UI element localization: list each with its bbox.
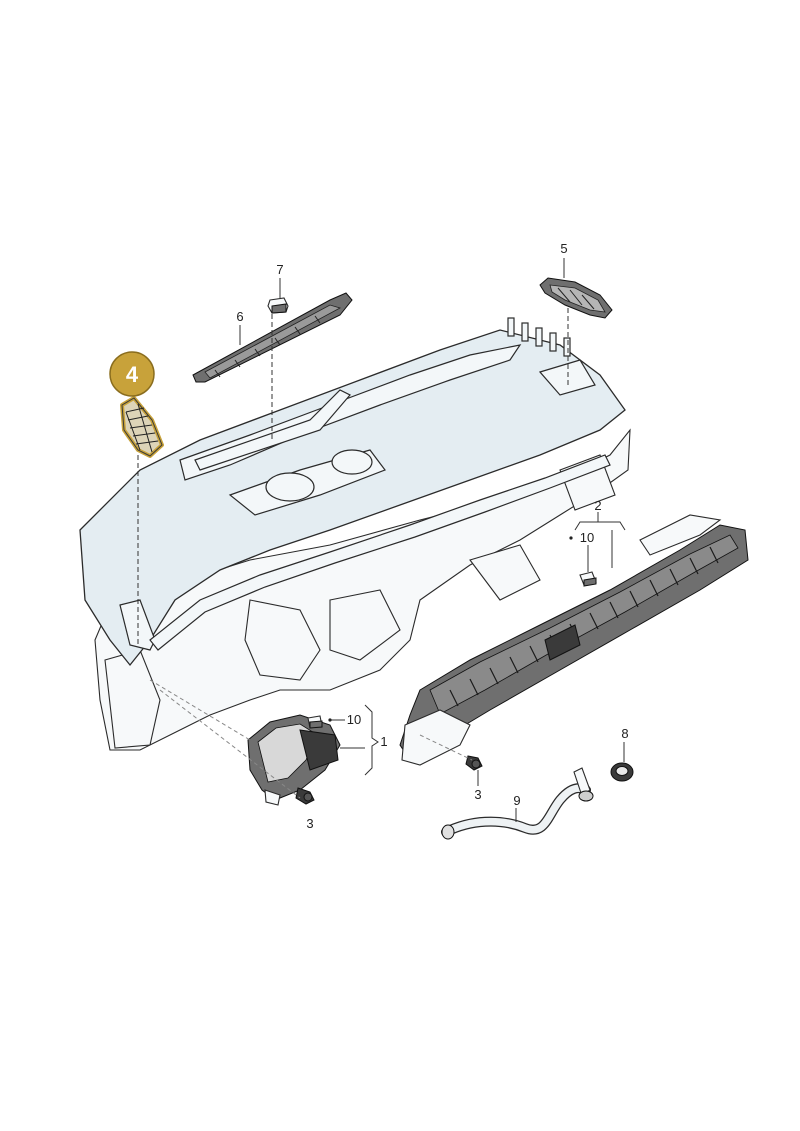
callout-10-right: 10 bbox=[580, 530, 594, 545]
callout-3-right: 3 bbox=[474, 787, 481, 802]
clip-part-10-right bbox=[579, 571, 597, 587]
clip-part-10-left bbox=[307, 715, 323, 729]
leader-lines bbox=[149, 258, 626, 822]
center-vent-assembly-part-2 bbox=[399, 514, 749, 766]
right-top-vent-part-5 bbox=[539, 277, 613, 319]
callout-3-left: 3 bbox=[306, 816, 313, 831]
callout-5: 5 bbox=[560, 241, 567, 256]
highlight-callout-4: 4 bbox=[109, 351, 155, 397]
callout-8: 8 bbox=[621, 726, 628, 741]
callout-9: 9 bbox=[513, 793, 520, 808]
callout-6: 6 bbox=[236, 309, 243, 324]
callout-labels: 7 6 5 2 10 10 1 3 3 8 9 bbox=[236, 241, 628, 831]
hose-part-9 bbox=[441, 767, 594, 840]
side-air-vent-part-4 bbox=[120, 396, 164, 458]
screw-part-3-left bbox=[295, 787, 315, 805]
sensor-clip-part-7 bbox=[267, 297, 289, 314]
left-vent-unit-part-1 bbox=[247, 714, 341, 806]
highlight-number: 4 bbox=[126, 362, 139, 387]
screw-part-3-right bbox=[465, 755, 483, 771]
dashboard-panel bbox=[79, 317, 631, 751]
callout-1: 1 bbox=[380, 734, 387, 749]
callout-2: 2 bbox=[594, 498, 601, 513]
callout-10-left: 10 bbox=[347, 712, 361, 727]
grommet-part-8 bbox=[610, 762, 634, 782]
callout-7: 7 bbox=[276, 262, 283, 277]
